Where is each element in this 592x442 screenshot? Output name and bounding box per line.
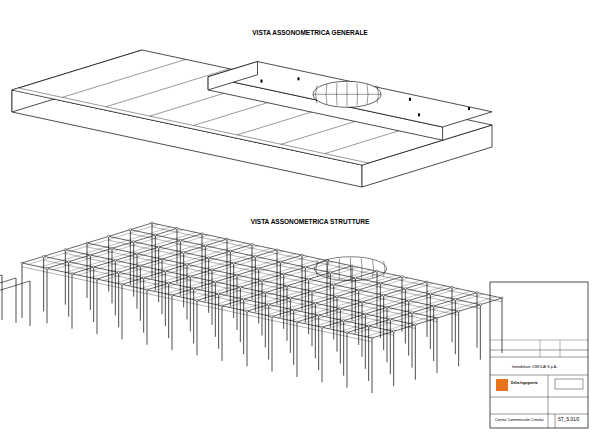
- outline: [208, 62, 257, 90]
- building-view: [12, 50, 492, 187]
- outline: [12, 50, 492, 165]
- title-block-text: Centro Commerciale Cimolai: [495, 418, 544, 422]
- title-block-text: Immobiliare CIMOLAI S.p.A.: [512, 366, 557, 370]
- structure-view: [0, 222, 503, 393]
- title-block-text: Delta Ingegneria: [511, 382, 537, 386]
- view-title: VISTA ASSONOMETRICA GENERALE: [252, 29, 367, 36]
- title-block: [490, 282, 588, 428]
- outline: [208, 62, 492, 127]
- title-block-text: ST_S.01/0: [558, 418, 579, 423]
- view-title: VISTA ASSONOMETRICA STRUTTURE: [251, 218, 370, 225]
